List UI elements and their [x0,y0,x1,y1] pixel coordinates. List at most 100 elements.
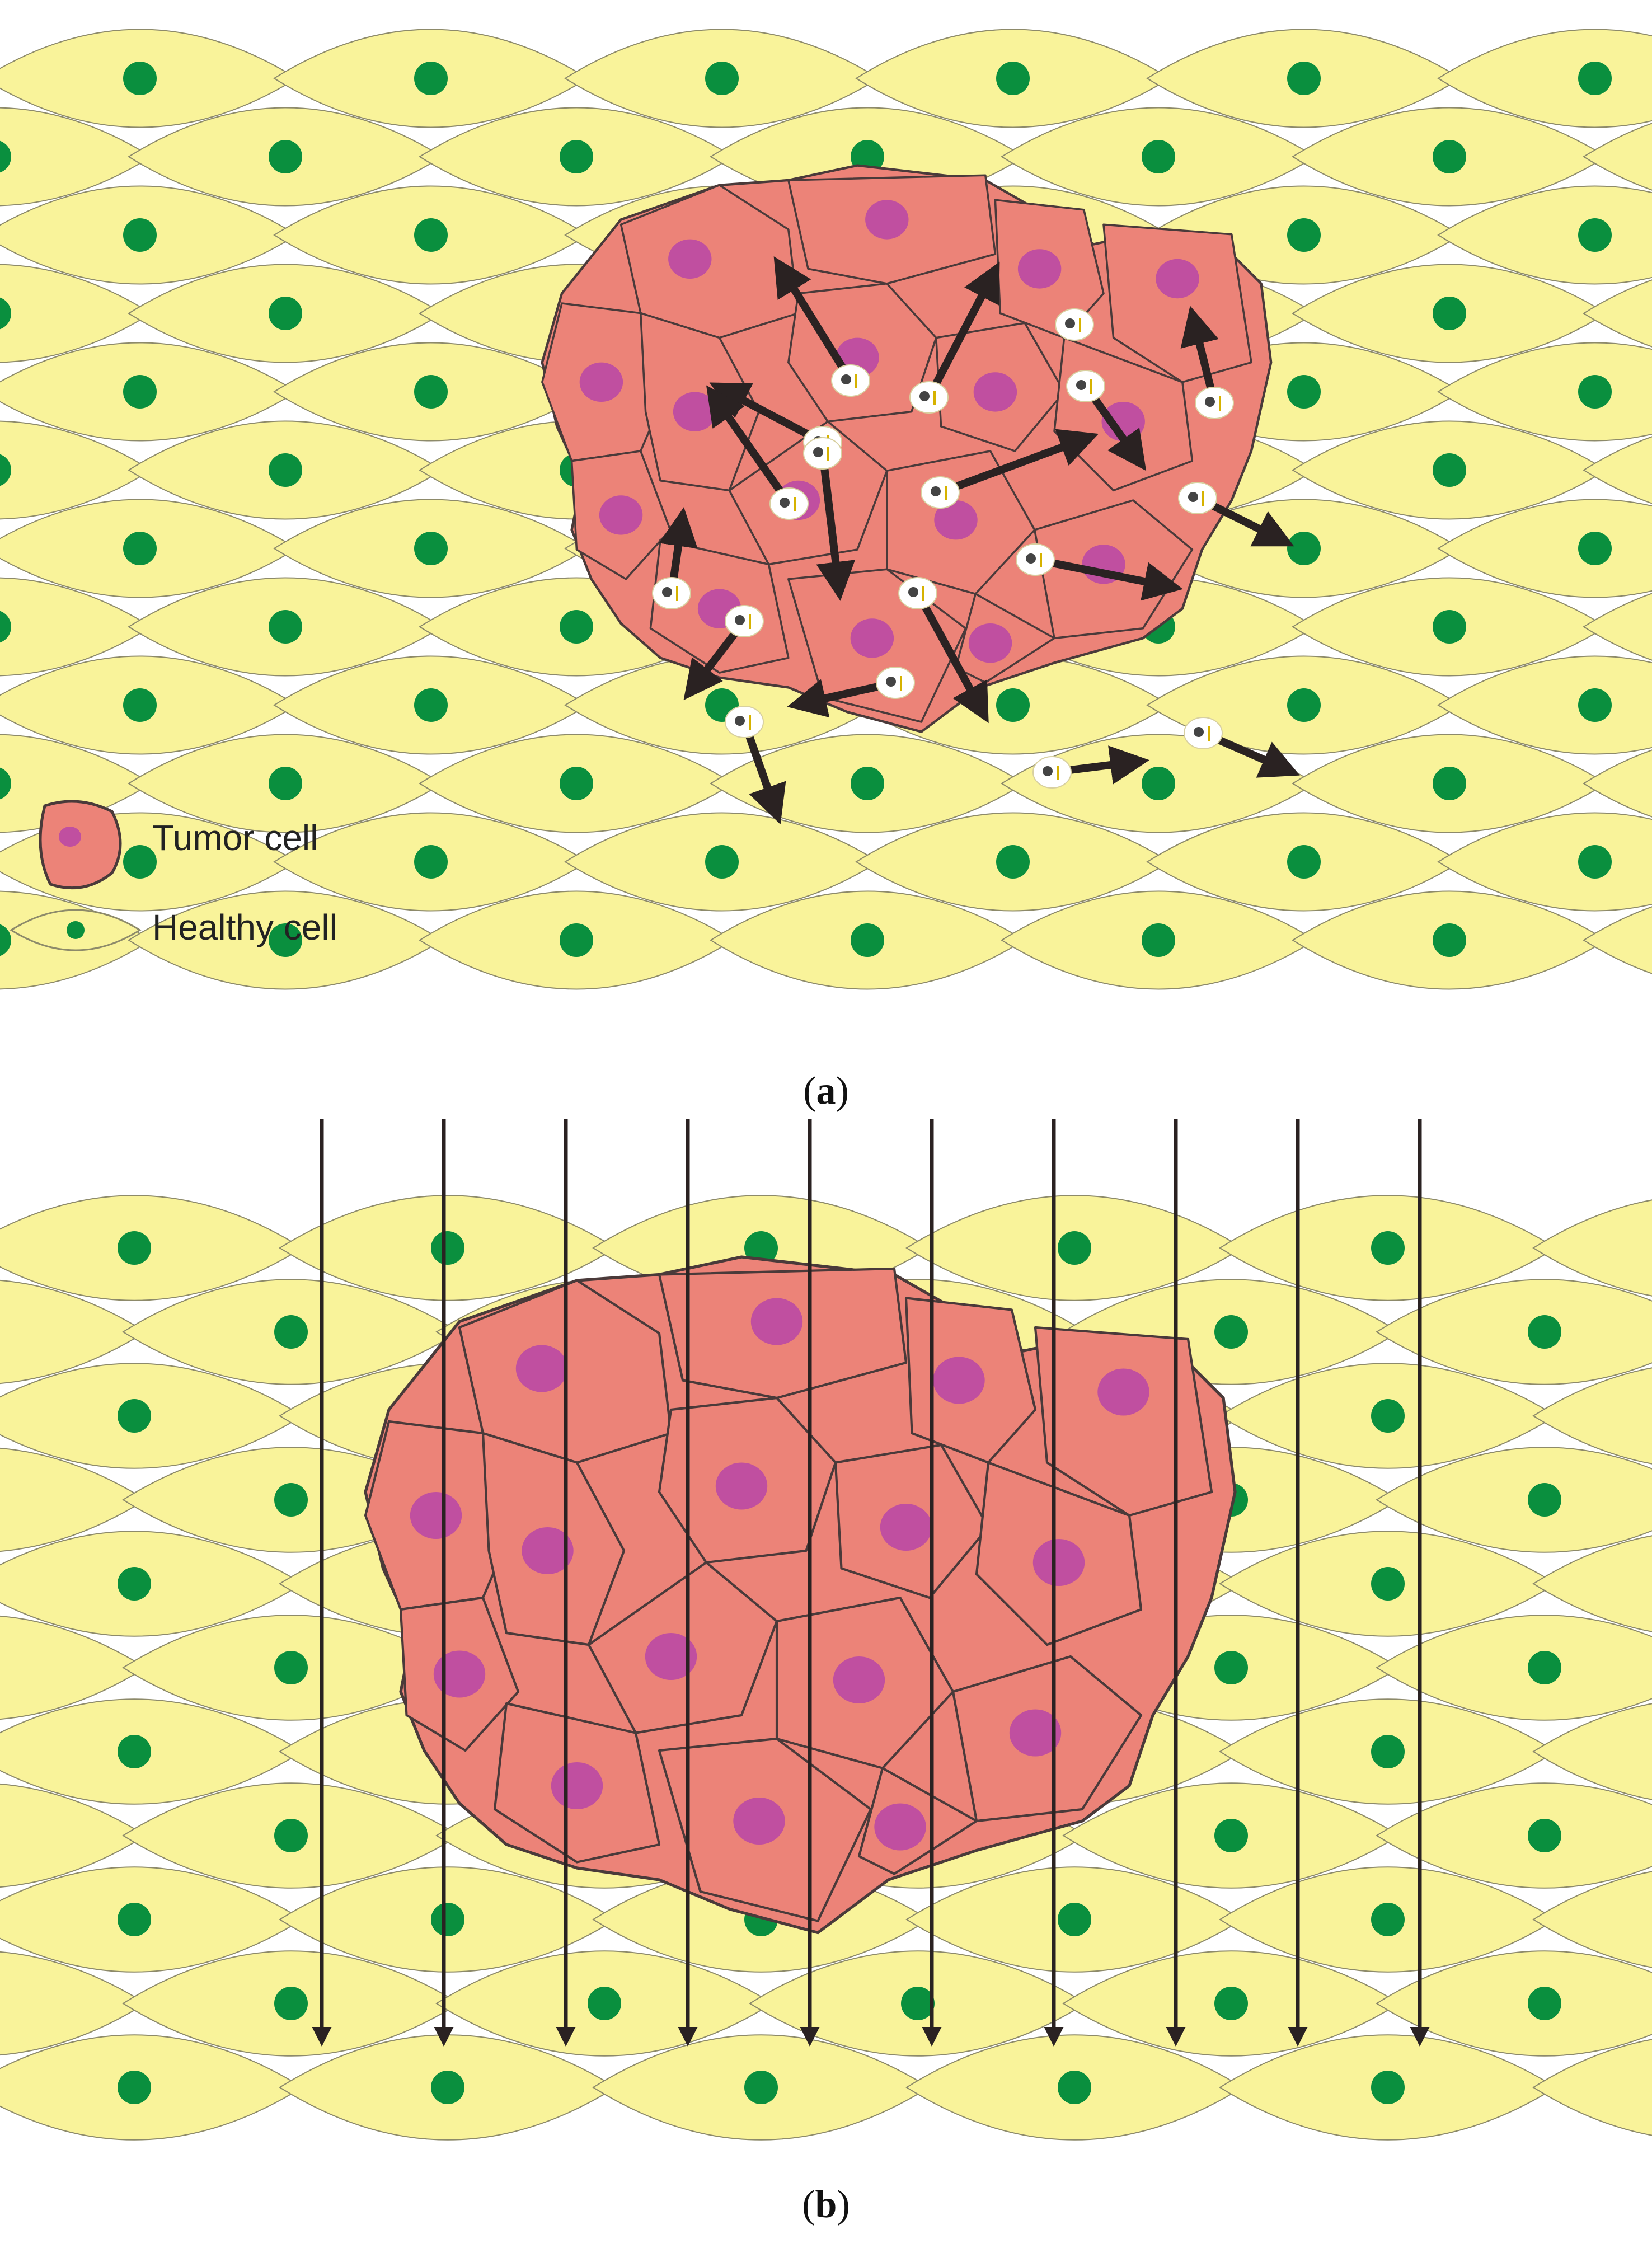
healthy-cell [1437,29,1652,128]
healthy-nucleus [1214,1987,1248,2020]
healthy-nucleus [269,453,302,487]
tumor-nucleus [865,200,909,240]
healthy-nucleus [1287,688,1321,722]
caption-a: (a) [803,1069,849,1113]
radiation-symbol-icon [931,486,941,496]
radiation-symbol-icon [886,677,896,687]
radiation-symbol-icon [735,615,745,625]
tumor-nucleus [599,495,643,535]
healthy-nucleus [1433,610,1466,644]
healthy-cell [1532,1871,1652,1968]
healthy-nucleus [414,532,448,565]
healthy-nucleus [705,62,739,95]
healthy-nucleus [1433,140,1466,173]
healthy-nucleus [1142,140,1175,173]
panel-a [0,0,1652,1063]
healthy-nucleus [1371,1735,1405,1768]
healthy-nucleus [123,845,157,879]
healthy-nucleus [1578,62,1612,95]
healthy-nucleus [1528,1483,1561,1517]
radiation-symbol-icon [780,498,790,508]
tumor-nucleus [668,239,712,279]
tumor-nucleus [551,1762,603,1809]
healthy-nucleus [0,140,11,173]
healthy-nucleus [1287,62,1321,95]
healthy-nucleus [1214,1651,1248,1684]
tumor-nucleus [880,1504,932,1551]
healthy-cell [1437,499,1652,598]
healthy-cell [1532,2039,1652,2136]
healthy-nucleus [1578,845,1612,879]
healthy-nucleus [123,62,157,95]
tumor-nucleus [1032,1539,1085,1586]
tumor-nucleus [850,618,894,658]
tumor-nucleus [645,1633,697,1680]
healthy-nucleus [1371,1567,1405,1601]
panel-b-drawing [0,1119,1652,2141]
panel-b [0,1114,1652,2160]
radiation-symbol-icon [919,391,930,401]
healthy-nucleus [274,1819,308,1852]
panel-a-drawing [0,29,1652,990]
tumor-nucleus [733,1798,785,1845]
legend-tumor-label: Tumor cell [152,818,318,858]
healthy-cell [1532,1199,1652,1297]
radiation-sources [652,256,1300,825]
healthy-cell [1583,123,1652,191]
tumor-nucleus [715,1462,768,1510]
tumor-nucleus [968,623,1012,663]
legend-healthy-label: Healthy cell [152,907,337,947]
external-beams [312,1119,1430,2047]
healthy-cell [1437,185,1652,285]
radiation-symbol-icon [1065,318,1075,328]
tumor-cell [1034,1326,1213,1517]
healthy-nucleus [1528,1315,1561,1349]
healthy-cell [1376,1782,1652,1889]
radiation-symbol-icon [1188,492,1198,502]
healthy-nucleus [269,767,302,800]
healthy-cell [1376,1615,1652,1721]
healthy-nucleus [414,62,448,95]
healthy-nucleus [123,375,157,409]
caption-b: (b) [802,2183,850,2226]
healthy-nucleus [1371,1903,1405,1936]
radiation-symbol-icon [1043,766,1053,776]
healthy-nucleus [118,1903,151,1936]
healthy-nucleus [996,845,1030,879]
tumor-mass [364,1255,1237,1935]
tumor-nucleus [1017,249,1062,289]
legend [10,800,142,951]
healthy-cell [1437,342,1652,442]
tumor-nucleus [750,1298,803,1345]
tumor-nucleus [579,362,623,402]
tumor-nucleus [1009,1709,1062,1757]
healthy-nucleus [1528,1987,1561,2020]
healthy-nucleus [588,1987,621,2020]
healthy-cell [1532,1367,1652,1465]
healthy-nucleus [274,1483,308,1517]
healthy-nucleus [118,1567,151,1601]
healthy-cell [1532,1535,1652,1632]
healthy-nucleus [1142,767,1175,800]
healthy-nucleus [0,297,11,330]
healthy-nucleus [1433,923,1466,957]
healthy-cell [1583,906,1652,974]
healthy-nucleus [274,1651,308,1684]
healthy-nucleus [1371,1399,1405,1433]
healthy-nucleus [269,297,302,330]
healthy-nucleus [269,610,302,644]
healthy-cell [1376,1447,1652,1553]
emission-arrow [773,256,854,383]
tumor-nucleus [515,1345,568,1392]
legend-healthy-nucleus [67,921,85,939]
healthy-nucleus [560,767,593,800]
healthy-nucleus [1578,375,1612,409]
healthy-nucleus [1528,1651,1561,1684]
healthy-nucleus [123,688,157,722]
healthy-nucleus [996,688,1030,722]
healthy-nucleus [705,845,739,879]
healthy-nucleus [431,1903,464,1936]
emission-arrow [938,429,1099,496]
radiation-symbol-icon [813,447,823,457]
emission-arrow [740,720,786,825]
